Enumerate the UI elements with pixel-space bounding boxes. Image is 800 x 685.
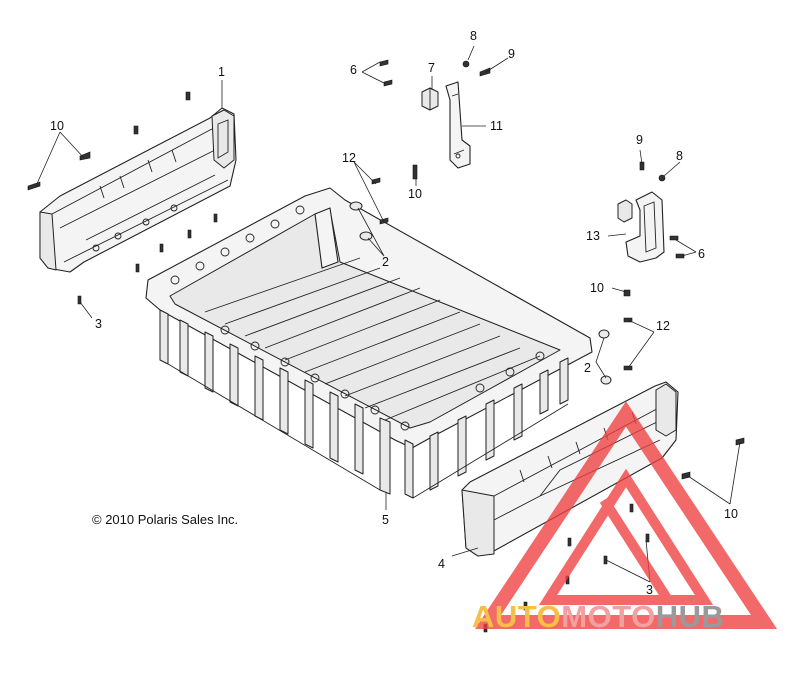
part-7-clip [421,87,439,111]
callout-11: 11 [490,119,503,133]
part-1-front-panel [39,107,237,273]
callout-10-center: 10 [408,187,422,201]
callout-3-left: 3 [95,317,102,331]
callout-1: 1 [218,65,225,79]
callout-7: 7 [428,61,435,75]
callout-13: 13 [586,229,600,243]
callout-10-right-mid: 10 [590,281,604,295]
watermark-word-hub: HUB [655,599,725,634]
callout-10-left: 10 [50,119,64,133]
callout-8-right: 8 [676,149,683,163]
callout-2-right: 2 [584,361,591,375]
callout-12-left: 12 [342,151,356,165]
callout-12-right: 12 [656,319,670,333]
callout-10-right-low: 10 [724,507,738,521]
watermark-triangle-logo [474,401,778,629]
callout-3-right: 3 [646,583,653,597]
copyright-notice: © 2010 Polaris Sales Inc. [92,512,238,527]
callout-2-left: 2 [382,255,389,269]
watermark-word-moto: MOTO [561,599,656,634]
watermark-wordmark: AUTOMOTOHUB [472,600,724,634]
callout-4: 4 [438,557,445,571]
callout-6-top: 6 [350,63,357,77]
callout-5: 5 [382,513,389,527]
callout-6-right: 6 [698,247,705,261]
leader-lines [35,45,741,583]
callout-9-right: 9 [636,133,643,147]
part-13-bracket [617,191,665,263]
callout-labels: 1 10 3 6 7 8 9 11 12 10 2 9 8 13 6 10 12… [50,29,738,597]
callout-9-top: 9 [508,47,515,61]
callout-8-top: 8 [470,29,477,43]
watermark-word-auto: AUTO [472,599,562,634]
part-5-bed-tub [145,187,593,499]
part-11-bracket [445,81,471,169]
